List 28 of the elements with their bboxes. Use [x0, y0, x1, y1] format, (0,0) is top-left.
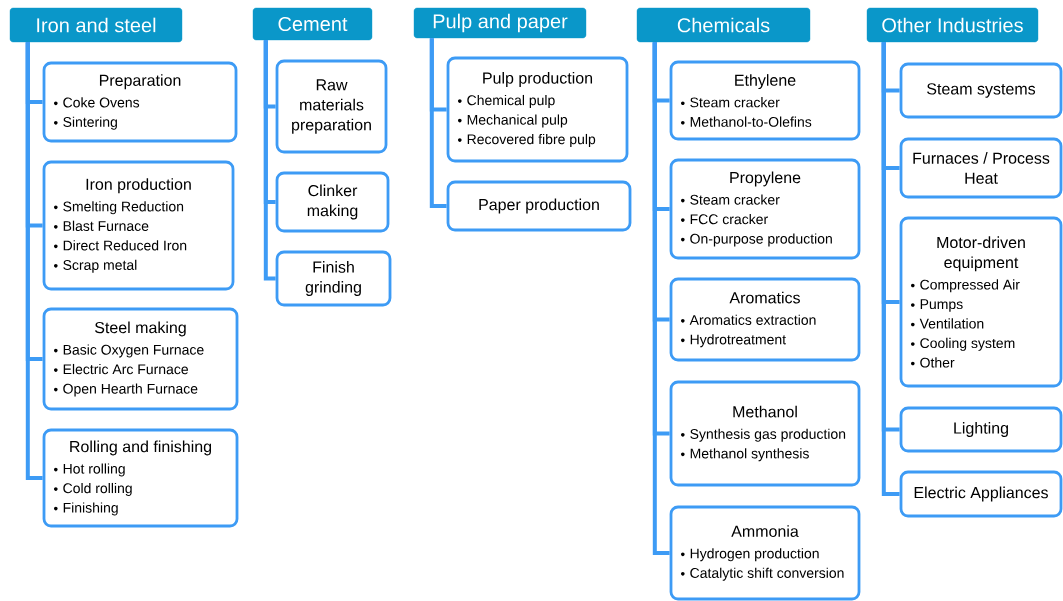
process-box: Electric Appliances	[899, 470, 1063, 518]
process-box: Methanol Synthesis gas production Methanol synthesis	[669, 380, 861, 487]
process-box: Lighting	[899, 406, 1063, 453]
tree-connector	[25, 42, 43, 480]
category-header: Cement	[252, 7, 373, 41]
process-box: Pulp production Chemical pulp Mechanical pulp Recovered fibre pulp	[446, 56, 629, 163]
process-box: Motor-driven equipment Compressed Air Pumps Ventilation Cooling system Other	[899, 216, 1063, 388]
category-header: Other Industries	[866, 7, 1039, 43]
category-header: Pulp and paper	[413, 7, 587, 39]
tree-connector	[429, 38, 447, 208]
process-box: Paper production	[446, 180, 632, 232]
process-box: Propylene Steam cracker FCC cracker On-purpose production	[669, 158, 861, 260]
process-box: Raw materials preparation	[275, 59, 388, 154]
process-box: Iron production Smelting Reduction Blast Furnace Direct Reduced Iron Scrap metal	[42, 160, 235, 291]
category-header: Iron and steel	[9, 7, 183, 43]
tree-connector	[652, 42, 670, 555]
category-header: Chemicals	[636, 7, 811, 43]
process-box: Steam systems	[899, 62, 1063, 119]
tree-connector	[263, 40, 276, 281]
process-box: Furnaces / Process Heat	[899, 137, 1063, 199]
process-box: Ammonia Hydrogen production Catalytic shift conversion	[669, 505, 861, 601]
process-box: Clinker making	[275, 171, 390, 233]
process-box: Preparation Coke Ovens Sintering	[42, 61, 238, 143]
process-box: Rolling and finishing Hot rolling Cold rolling Finishing	[42, 428, 239, 528]
process-box: Steel making Basic Oxygen Furnace Electric Arc Furnace Open Hearth Furnace	[42, 307, 239, 411]
process-box: Aromatics Aromatics extraction Hydrotreatment	[669, 277, 861, 362]
process-box: Ethylene Steam cracker Methanol-to-Olefins	[669, 60, 861, 141]
process-box: Finish grinding	[275, 250, 392, 307]
